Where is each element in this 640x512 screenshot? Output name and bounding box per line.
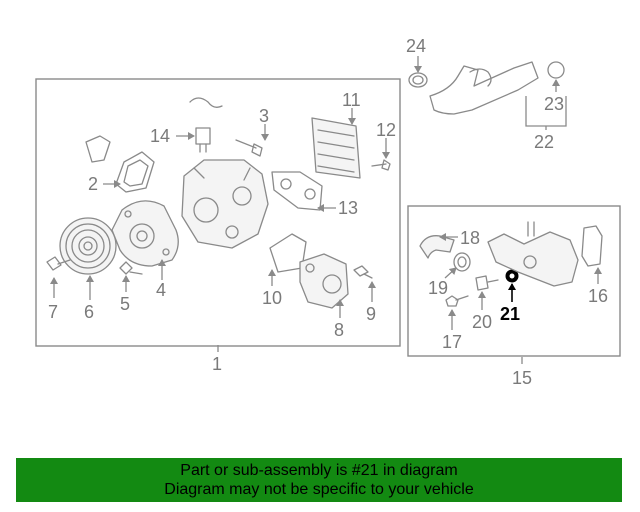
- callout-9: 9: [366, 304, 376, 324]
- assembly-box-15: [407, 205, 621, 357]
- thermostat-housing-part: [181, 159, 269, 249]
- banner-line-1: Part or sub-assembly is #21 in diagram: [180, 462, 458, 479]
- callout-4: 4: [156, 280, 166, 300]
- fitting-part-20: [475, 275, 499, 291]
- o-ring-part-23: [547, 61, 565, 79]
- clip-part: [189, 97, 223, 108]
- callout-24: 24: [406, 36, 426, 56]
- callout-21: 21: [500, 304, 520, 324]
- callout-1: 1: [212, 354, 222, 374]
- gasket-part-2: [115, 151, 155, 193]
- bolt-part-5: [119, 261, 143, 275]
- housing-part-8: [299, 253, 349, 309]
- small-gasket-part: [85, 135, 111, 163]
- bolt-part-9: [353, 265, 373, 279]
- callout-17: 17: [442, 332, 462, 352]
- callout-20: 20: [472, 312, 492, 332]
- callout-19: 19: [428, 278, 448, 298]
- callout-12: 12: [376, 120, 396, 140]
- callout-15: 15: [512, 368, 532, 388]
- gasket-part-13: [271, 171, 323, 211]
- bolt-part-7: [46, 256, 71, 271]
- clamp-part-24: [408, 72, 428, 88]
- bolt-part-3: [235, 139, 263, 157]
- coolant-pipe-part-22: [429, 61, 539, 115]
- callout-13: 13: [338, 198, 358, 218]
- hose-part-18: [419, 235, 455, 259]
- gasket-part-10: [269, 233, 307, 273]
- callout-5: 5: [120, 294, 130, 314]
- callout-6: 6: [84, 302, 94, 322]
- pulley-part-6: [59, 217, 117, 275]
- clamp-part-19: [453, 252, 471, 272]
- banner-line-2: Diagram may not be specific to your vehi…: [164, 481, 474, 498]
- bolt-part-14: [195, 127, 211, 153]
- info-banner: Part or sub-assembly is #21 in diagram D…: [16, 458, 622, 502]
- water-pump-part-4: [111, 200, 179, 267]
- leader-19: [444, 267, 457, 279]
- callout-3: 3: [259, 106, 269, 126]
- water-outlet-part-16: [487, 221, 579, 287]
- callout-11: 11: [342, 90, 361, 110]
- callout-7: 7: [48, 302, 58, 322]
- seal-part-21: [505, 269, 519, 283]
- gasket-part-16: [581, 225, 603, 267]
- callout-22: 22: [534, 132, 554, 152]
- callout-18: 18: [460, 228, 480, 248]
- callout-14: 14: [150, 126, 170, 146]
- callout-10: 10: [262, 288, 282, 308]
- callout-23: 23: [544, 94, 564, 114]
- bolt-part-17: [445, 295, 469, 307]
- callout-8: 8: [334, 320, 344, 340]
- bolt-part-12: [371, 159, 391, 171]
- oil-cooler-part-11: [311, 117, 361, 179]
- callout-16: 16: [588, 286, 608, 306]
- callout-2: 2: [88, 174, 98, 194]
